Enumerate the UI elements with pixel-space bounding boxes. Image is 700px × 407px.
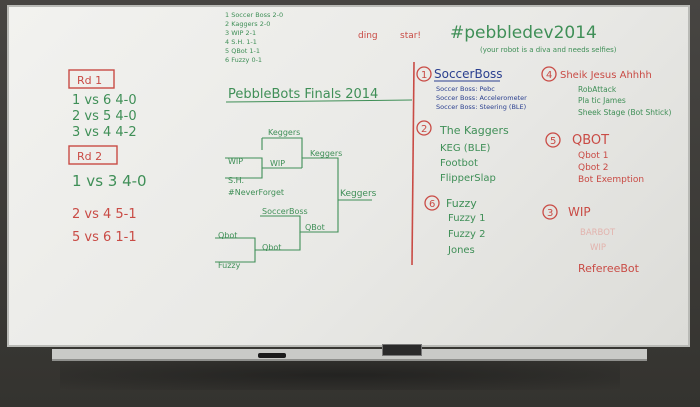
team-seed: 3 xyxy=(547,208,553,219)
team-name: Fuzzy xyxy=(446,197,477,210)
team-fuzzy: 6 Fuzzy Fuzzy 1 Fuzzy 2 Jones xyxy=(424,195,486,256)
team-member: Qbot 2 xyxy=(578,163,608,173)
bracket-note: #NeverForget xyxy=(228,188,284,197)
team-name: WIP xyxy=(568,205,591,219)
bracket-entrant: WIP xyxy=(228,157,243,166)
team-sheik: 4 Sheik Jesus Ahhhh RobAttack Pla tic Ja… xyxy=(541,66,672,117)
standings-row: 2 Kaggers 2-0 xyxy=(225,20,270,28)
bracket-lines xyxy=(215,137,372,263)
marker-pen xyxy=(258,353,286,358)
bracket-champion: Keggers xyxy=(340,189,377,199)
round-1-match: 3 vs 4 4-2 xyxy=(72,125,137,140)
whiteboard xyxy=(7,5,690,347)
team-member: Soccer Boss: Steering (BLE) xyxy=(436,103,526,111)
bracket-entrant: Keggers xyxy=(268,128,300,137)
bracket-entrant: Qbot xyxy=(218,231,237,240)
team-qbot: 5 QBOT Qbot 1 Qbot 2 Bot Exemption xyxy=(545,132,644,185)
team-seed: 5 xyxy=(550,136,556,147)
standings-row: 3 WIP 2-1 xyxy=(225,29,256,37)
bracket-winner: Qbot xyxy=(262,243,281,252)
bracket-entrant: S.H. xyxy=(228,176,244,185)
red-word: ding xyxy=(358,31,378,41)
team-member: Soccer Boss: Pebc xyxy=(436,85,495,93)
bracket-winner: Keggers xyxy=(310,149,342,158)
team-member-faded: BARBOT xyxy=(580,228,616,238)
marker-tray xyxy=(52,349,647,361)
team-seed: 1 xyxy=(421,70,427,81)
standings-row: 5 QBot 1-1 xyxy=(225,47,260,55)
standings-row: 6 Fuzzy 0-1 xyxy=(225,56,262,64)
team-seed: 6 xyxy=(429,199,435,210)
team-soccerboss: 1 SoccerBoss Soccer Boss: Pebc Soccer Bo… xyxy=(416,66,527,111)
red-word: star! xyxy=(400,31,421,41)
team-seed: 4 xyxy=(546,70,552,81)
bracket-winner: QBot xyxy=(305,223,325,232)
team-member: Footbot xyxy=(440,158,478,169)
team-name: Sheik Jesus Ahhhh xyxy=(560,70,652,81)
team-member: Bot Exemption xyxy=(578,175,644,185)
round-1-label: Rd 1 xyxy=(77,74,102,87)
team-member: Jones xyxy=(447,245,475,256)
hashtag-header: #pebbledev2014 xyxy=(450,23,597,43)
team-wip: 3 WIP BARBOT WIP RefereeBot xyxy=(542,204,640,275)
team-name: SoccerBoss xyxy=(434,67,503,81)
round-2-match: 1 vs 3 4-0 xyxy=(72,172,147,190)
team-member: RobAttack xyxy=(578,85,617,94)
round-1-match: 2 vs 5 4-0 xyxy=(72,109,137,124)
round-1-match: 1 vs 6 4-0 xyxy=(72,93,137,108)
team-member: KEG (BLE) xyxy=(440,143,490,154)
eraser xyxy=(382,344,422,356)
team-member: RefereeBot xyxy=(578,262,640,275)
team-member: Fuzzy 2 xyxy=(448,229,486,240)
standings-row: 4 S.H. 1-1 xyxy=(225,38,257,46)
team-member: FlipperSlap xyxy=(440,173,496,184)
round-2-match: 5 vs 6 1-1 xyxy=(72,230,137,245)
tray-shadow xyxy=(60,360,620,390)
bracket-entries: Keggers WIP S.H. #NeverForget SoccerBoss… xyxy=(218,128,377,270)
team-member: Sheek Stage (Bot Shtick) xyxy=(578,108,672,117)
team-member: Pla tic James xyxy=(578,96,626,105)
standings-row: 1 Soccer Boss 2-0 xyxy=(225,11,283,19)
bracket-entrant: Fuzzy xyxy=(218,261,241,270)
team-name: QBOT xyxy=(572,133,609,148)
team-kaggers: 2 The Kaggers KEG (BLE) Footbot FlipperS… xyxy=(416,120,509,184)
bracket-winner: WIP xyxy=(270,159,285,168)
rounds-section: Rd 1 1 vs 6 4-0 2 vs 5 4-0 3 vs 4 4-2 Rd… xyxy=(68,69,147,245)
team-member-faded: WIP xyxy=(590,243,606,253)
tagline: (your robot is a diva and needs selfies) xyxy=(480,46,617,54)
team-name: The Kaggers xyxy=(439,124,509,137)
team-member: Soccer Boss: Accelerometer xyxy=(436,94,527,102)
bracket-entrant: SoccerBoss xyxy=(262,207,308,216)
team-member: Fuzzy 1 xyxy=(448,213,486,224)
round-2-label: Rd 2 xyxy=(77,150,102,163)
team-seed: 2 xyxy=(421,124,427,135)
round-2-match: 2 vs 4 5-1 xyxy=(72,207,137,222)
bracket-title: PebbleBots Finals 2014 xyxy=(228,87,378,102)
team-member: Qbot 1 xyxy=(578,151,608,161)
standings-list: 1 Soccer Boss 2-0 2 Kaggers 2-0 3 WIP 2-… xyxy=(225,11,283,64)
